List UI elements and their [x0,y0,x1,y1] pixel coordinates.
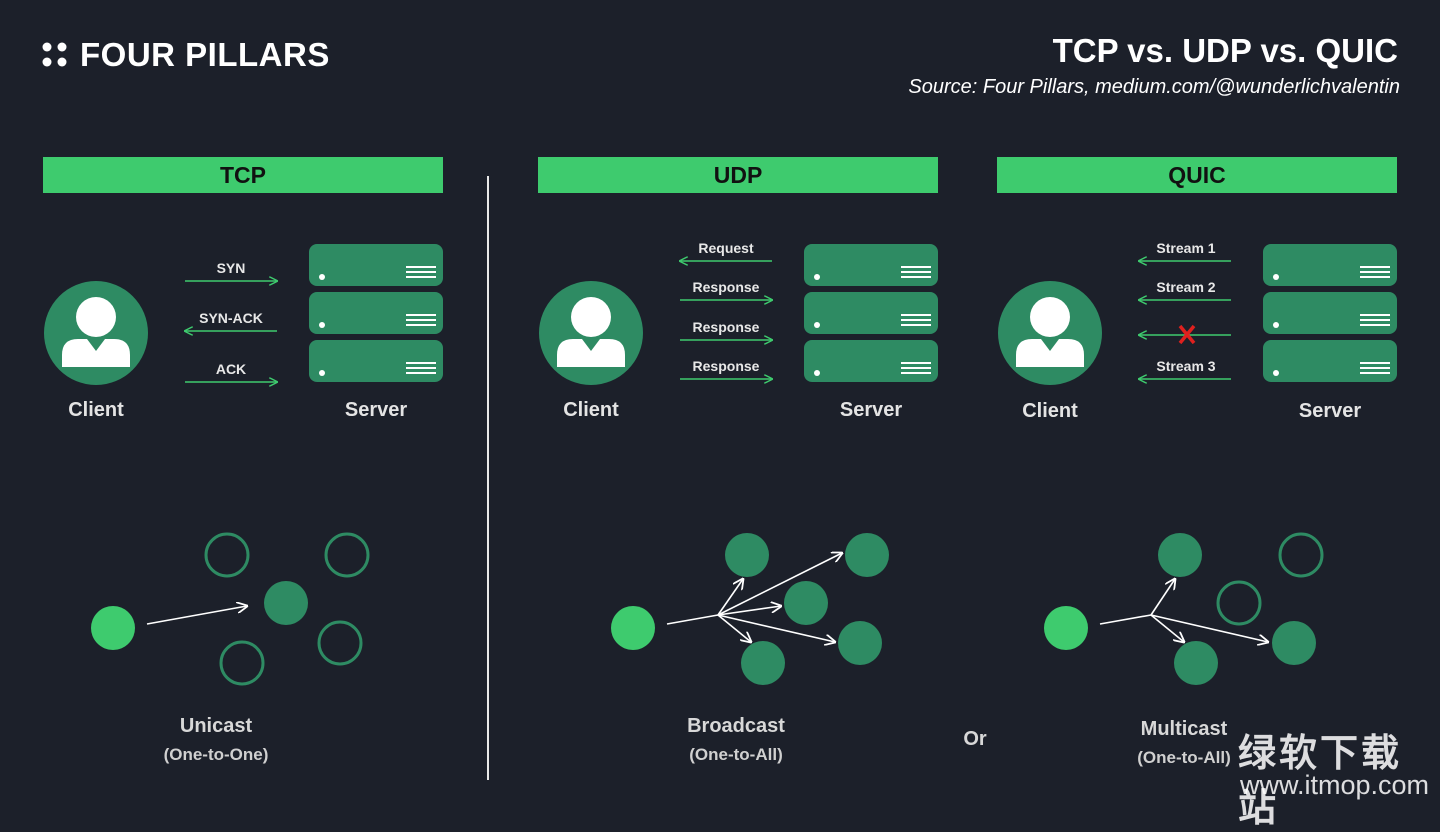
tcp-client-label: Client [68,399,124,421]
quic-stream-label: Stream 3 [1156,358,1216,374]
multicast-caption: Multicast [1140,718,1228,740]
quic-stream-label: Stream 1 [1156,240,1216,256]
broadcast-source-node [611,606,655,650]
tcp-server-unit-icon [309,244,443,286]
quic-client-icon [998,281,1102,385]
udp-server-unit-icon [804,340,938,382]
unicast-target-node [264,581,308,625]
brand: FOUR PILLARS [42,36,330,74]
broadcast-caption: Broadcast [687,715,785,737]
page-title: TCP vs. UDP vs. QUIC [1052,32,1398,69]
quic-server-unit-icon [1263,340,1397,382]
broadcast-target-node [741,641,785,685]
watermark-url: www.itmop.com [1240,770,1430,800]
multicast-subcaption: (One-to-All) [1137,748,1231,767]
broadcast-arrows [666,553,842,642]
unicast-source-node [91,606,135,650]
quic-server-unit-icon [1263,244,1397,286]
tcp-server-unit-icon [309,292,443,334]
quic-banner: QUIC [997,157,1397,193]
udp-client-icon [539,281,643,385]
udp-server-unit-icon [804,244,938,286]
section-divider [487,176,489,780]
unicast-idle-node [324,532,370,578]
udp-banner: UDP [538,157,938,193]
or-label: Or [963,728,987,750]
udp-message-label: Response [692,279,760,295]
tcp-message-label: SYN-ACK [199,310,263,326]
tcp-server-unit-icon [309,340,443,382]
multicast-target-node [1272,621,1316,665]
multicast-arrows [1099,579,1268,642]
broadcast-target-node [845,533,889,577]
tcp-banner: TCP [43,157,443,193]
unicast-subcaption: (One-to-One) [163,745,269,764]
multicast-source-node [1044,606,1088,650]
broadcast-subcaption: (One-to-All) [689,745,783,764]
unicast-arrow [146,606,247,625]
tcp-message-label: ACK [215,361,247,377]
udp-server-label: Server [839,399,903,421]
tcp-client-icon [44,281,148,385]
tcp-server-label: Server [344,399,408,421]
broadcast-target-node [838,621,882,665]
four-dots-logo-icon [42,42,67,67]
multicast-target-node [1158,533,1202,577]
quic-server-unit-icon [1263,292,1397,334]
tcp-message-label: SYN [216,260,246,276]
unicast-idle-node [219,640,265,686]
broadcast-target-node [725,533,769,577]
multicast-idle-node [1216,580,1262,626]
broadcast-target-node [784,581,828,625]
multicast-target-node [1174,641,1218,685]
source-credit: Source: Four Pillars, medium.com/@wunder… [908,76,1400,98]
unicast-caption: Unicast [179,715,253,737]
udp-message-label: Response [692,319,760,335]
udp-client-label: Client [563,399,619,421]
unicast-idle-node [204,532,250,578]
unicast-idle-node [317,620,363,666]
packet-loss-x-icon [1178,324,1196,345]
brand-name: FOUR PILLARS [80,36,330,73]
udp-message-label: Request [698,240,754,256]
udp-message-label: Response [692,358,760,374]
udp-server-unit-icon [804,292,938,334]
watermark-text: 绿软下载站 [1238,733,1403,830]
quic-stream-label: Stream 2 [1156,279,1216,295]
quic-client-label: Client [1022,400,1078,422]
protocol-diagram [44,244,1397,686]
multicast-idle-node [1278,532,1324,578]
quic-server-label: Server [1298,400,1362,422]
